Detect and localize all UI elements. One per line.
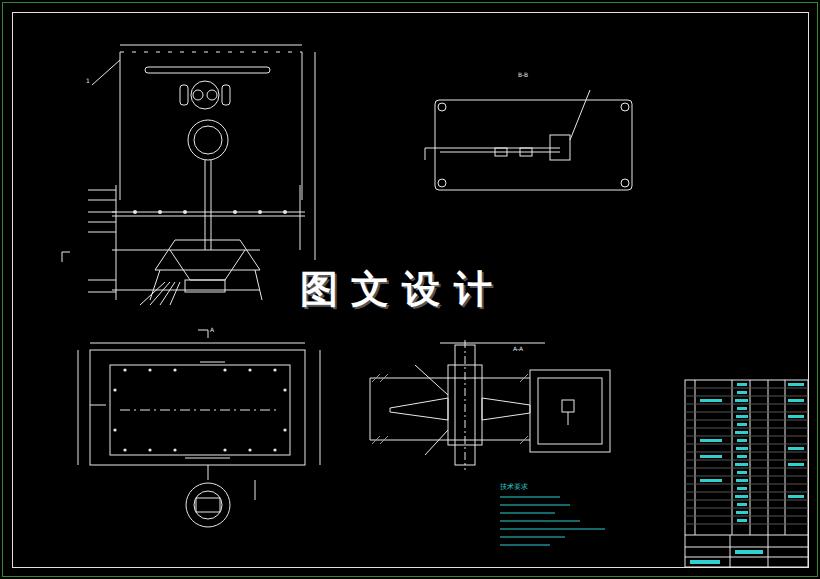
section-mark: A bbox=[210, 327, 214, 333]
callout-number: 1 bbox=[86, 78, 90, 84]
section-title: A-A bbox=[513, 346, 523, 352]
watermark: 图 文 设 计 bbox=[300, 270, 492, 308]
notes-heading: 技术要求 bbox=[500, 484, 528, 491]
section-title: B-B bbox=[518, 72, 528, 78]
